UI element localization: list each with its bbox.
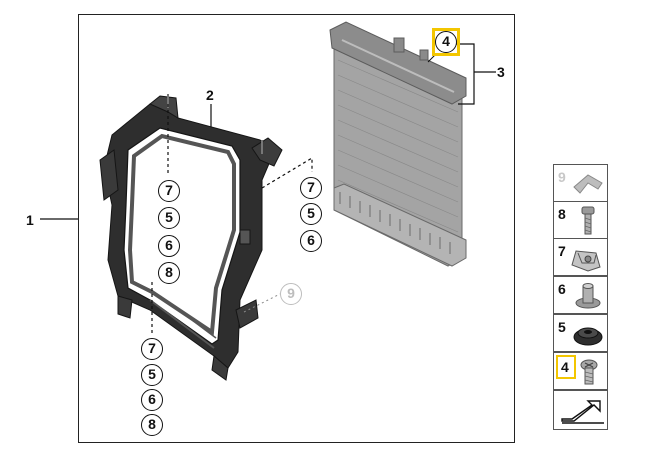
legend-item-4[interactable]: 4 xyxy=(553,352,608,390)
legend-item-9[interactable]: 9 xyxy=(553,164,608,202)
clip-icon xyxy=(573,174,603,194)
grommet-icon xyxy=(573,327,603,346)
screw-icon xyxy=(580,359,598,385)
callout-8-upper[interactable]: 8 xyxy=(158,262,180,284)
legend-num-4: 4 xyxy=(561,359,569,375)
callout-9-ghost[interactable]: 9 xyxy=(280,283,302,305)
callout-6-right[interactable]: 6 xyxy=(300,230,322,252)
callout-6-upper[interactable]: 6 xyxy=(158,235,180,257)
bolt-icon xyxy=(581,206,595,235)
legend-item-6[interactable]: 6 xyxy=(553,276,608,314)
legend-num-6: 6 xyxy=(558,281,566,297)
legend-item-8[interactable]: 8 xyxy=(553,201,608,239)
part-1-label: 1 xyxy=(26,212,34,228)
callout-6-lower[interactable]: 6 xyxy=(141,389,163,411)
legend-num-9: 9 xyxy=(558,169,566,185)
arrow-icon xyxy=(561,400,604,424)
legend-num-8: 8 xyxy=(558,206,566,222)
radiator-frame xyxy=(99,94,283,381)
legend-num-5: 5 xyxy=(558,319,566,335)
callout-8-lower[interactable]: 8 xyxy=(141,414,163,436)
spring-nut-icon xyxy=(571,250,601,272)
part-3-label: 3 xyxy=(497,64,505,80)
part-4-callout[interactable]: 4 xyxy=(435,31,457,53)
part-4-highlight xyxy=(432,28,460,56)
legend-item-7[interactable]: 7 xyxy=(553,238,608,276)
callout-7-right[interactable]: 7 xyxy=(300,177,322,199)
part-2-label: 2 xyxy=(206,87,214,103)
radiator xyxy=(329,21,467,267)
legend-4-highlight xyxy=(556,355,576,379)
callout-5-lower[interactable]: 5 xyxy=(141,364,163,386)
diagram-frame xyxy=(78,14,515,443)
callout-5-upper[interactable]: 5 xyxy=(158,207,180,229)
callout-5-right[interactable]: 5 xyxy=(300,203,322,225)
bushing-icon xyxy=(575,283,601,309)
legend-item-arrow[interactable] xyxy=(553,390,608,430)
callout-7-upper[interactable]: 7 xyxy=(158,180,180,202)
legend-item-5[interactable]: 5 xyxy=(553,314,608,352)
callout-7-lower[interactable]: 7 xyxy=(141,338,163,360)
legend-num-7: 7 xyxy=(558,243,566,259)
